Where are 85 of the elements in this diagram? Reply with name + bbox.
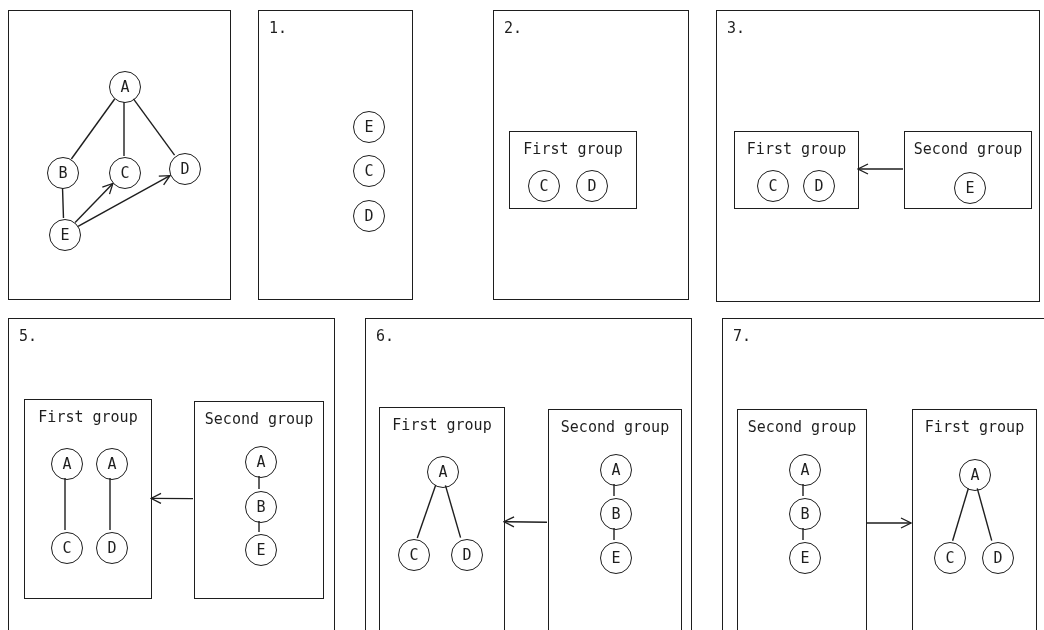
node-letter: C <box>364 163 374 179</box>
arrow <box>857 163 904 175</box>
panel-box <box>722 318 1044 630</box>
arrow <box>865 517 912 529</box>
node-letter: B <box>256 499 266 515</box>
arrow <box>503 516 548 528</box>
node-letter: E <box>364 119 374 135</box>
node-letter: A <box>120 79 130 95</box>
node-letter: A <box>62 456 72 472</box>
group-title: First group <box>37 408 139 427</box>
panel-box <box>365 318 692 630</box>
connector-line <box>123 101 125 157</box>
panel-box <box>716 10 1040 302</box>
node-letter: D <box>814 178 824 194</box>
node-letter: D <box>180 161 190 177</box>
group-box <box>548 409 682 630</box>
group-title: First group <box>745 140 848 159</box>
node-letter: B <box>611 506 621 522</box>
step-number: 5. <box>19 327 38 346</box>
group-box <box>24 399 152 599</box>
panel-box <box>258 10 413 300</box>
node-letter: A <box>438 464 448 480</box>
connector-line <box>802 483 804 497</box>
group-box <box>379 407 505 630</box>
node-letter: E <box>611 550 621 566</box>
group-title: First group <box>391 416 493 435</box>
node-letter: C <box>120 165 130 181</box>
connector-line <box>613 527 615 541</box>
connector-line <box>61 187 65 219</box>
group-title: First group <box>522 140 624 159</box>
arrow <box>77 175 171 227</box>
group-box <box>737 409 867 630</box>
panel-box <box>8 10 231 300</box>
node-letter: A <box>970 467 980 483</box>
node-letter: D <box>107 540 117 556</box>
node-letter: C <box>945 550 955 566</box>
node-letter: A <box>107 456 117 472</box>
group-title: Second group <box>559 418 671 437</box>
node-letter: D <box>587 178 597 194</box>
connector-line <box>109 477 111 531</box>
node-letter: A <box>256 454 266 470</box>
group-title: Second group <box>912 140 1024 159</box>
node-letter: A <box>800 462 810 478</box>
connector-line <box>70 98 116 160</box>
group-box <box>194 401 324 599</box>
connector-line <box>802 527 804 541</box>
node-letter: C <box>409 547 419 563</box>
node-letter: C <box>539 178 549 194</box>
group-box <box>509 131 637 209</box>
panel-box <box>493 10 689 300</box>
node-letter: E <box>800 550 810 566</box>
connector-line <box>416 484 437 539</box>
arrow <box>150 492 194 505</box>
group-box <box>912 409 1037 630</box>
step-number: 1. <box>269 19 288 38</box>
connector-line <box>444 484 462 539</box>
connector-line <box>132 98 176 156</box>
connector-line <box>951 487 970 542</box>
node-letter: C <box>768 178 778 194</box>
group-title: Second group <box>746 418 858 437</box>
step-number: 6. <box>376 327 395 346</box>
node-letter: D <box>993 550 1003 566</box>
connector-line <box>613 483 615 497</box>
connector-line <box>258 475 260 490</box>
group-title: Second group <box>203 410 315 429</box>
node-letter: E <box>965 180 975 196</box>
connector-line <box>976 487 993 542</box>
connector-line <box>258 520 260 533</box>
group-box <box>734 131 859 209</box>
node-letter: D <box>364 208 374 224</box>
arrow <box>74 182 114 224</box>
node-letter: B <box>800 506 810 522</box>
group-box <box>904 131 1032 209</box>
node-letter: E <box>60 227 70 243</box>
node-letter: B <box>58 165 68 181</box>
connector-line <box>64 477 66 531</box>
panel-box <box>8 318 335 630</box>
step-number: 3. <box>727 19 746 38</box>
step-number: 2. <box>504 19 523 38</box>
node-letter: E <box>256 542 266 558</box>
node-letter: C <box>62 540 72 556</box>
step-number: 7. <box>733 327 752 346</box>
group-title: First group <box>923 418 1026 437</box>
node-letter: A <box>611 462 621 478</box>
node-letter: D <box>462 547 472 563</box>
